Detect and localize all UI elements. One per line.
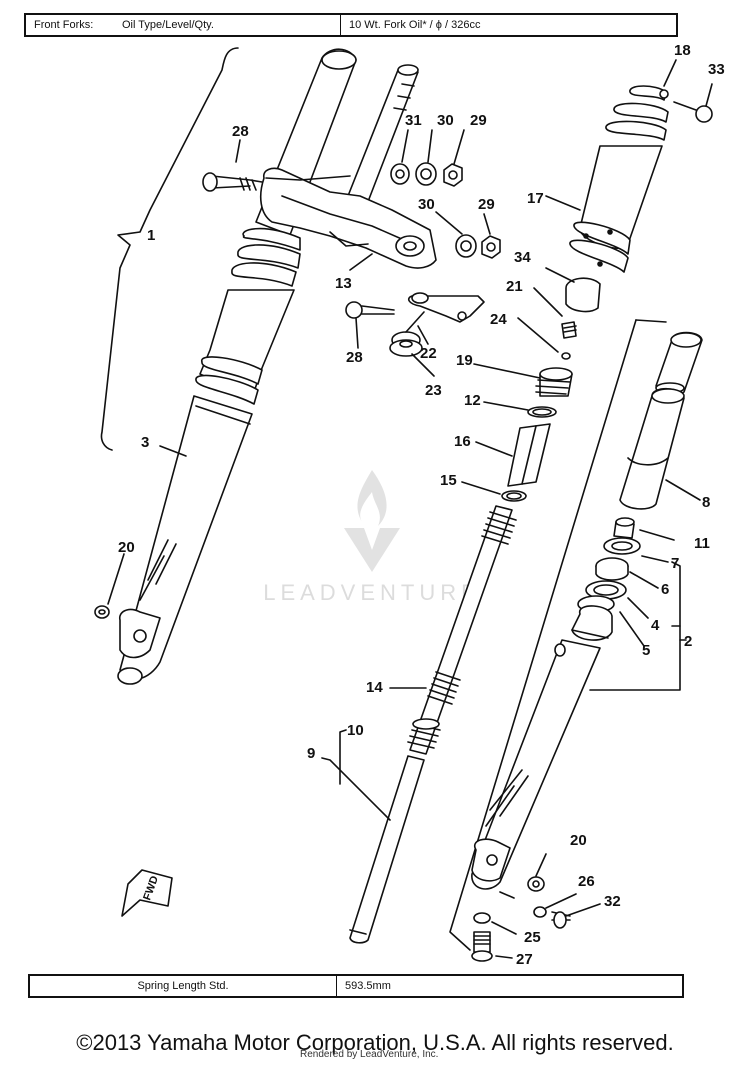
callout-29-top: 29 (470, 112, 487, 129)
callout-22: 22 (420, 345, 437, 362)
spec-value-spring-length: 593.5mm (336, 976, 682, 996)
callout-30-top: 30 (437, 112, 454, 129)
callout-31: 31 (405, 112, 422, 129)
callout-2: 2 (684, 633, 692, 650)
watermark-text: LEADVENTURE (263, 580, 481, 605)
spec-field-oil: Oil Type/Level/Qty. (122, 19, 214, 31)
callout-18: 18 (674, 42, 691, 59)
copyright-notice: ©2013 Yamaha Motor Corporation, U.S.A. A… (76, 1030, 674, 1055)
callout-28-top: 28 (232, 123, 249, 140)
spec-table-top: Front Forks: Oil Type/Level/Qty. 10 Wt. … (24, 13, 678, 37)
rendered-by-notice: Rendered by LeadVenture, Inc. (300, 1049, 439, 1060)
top-hardware (390, 129, 501, 259)
spec-table-bottom: Spring Length Std. 593.5mm (28, 974, 684, 998)
callout-24: 24 (490, 311, 507, 328)
leader-lines (107, 139, 581, 605)
damper-column (321, 363, 573, 944)
callout-14: 14 (366, 679, 383, 696)
callout-15: 15 (440, 472, 457, 489)
callout-33: 33 (708, 61, 725, 78)
callout-8: 8 (702, 494, 710, 511)
callout-6: 6 (661, 581, 669, 598)
callout-12: 12 (464, 392, 481, 409)
callout-34: 34 (514, 249, 531, 266)
spec-label-spring-length: Spring Length Std. (137, 980, 229, 992)
cap-bolt-washer (517, 267, 601, 360)
callout-3: 3 (141, 434, 149, 451)
callout-25: 25 (524, 929, 541, 946)
callout-10-left: 10 (347, 722, 364, 739)
callout-7: 7 (671, 555, 679, 572)
callout-23: 23 (425, 382, 442, 399)
callout-1: 1 (147, 227, 155, 244)
callout-32: 32 (604, 893, 621, 910)
left-fork-assembly (94, 48, 437, 685)
watermark: LEADVENTURE (263, 470, 481, 605)
callout-29-mid: 29 (478, 196, 495, 213)
callout-30-mid: 30 (418, 196, 435, 213)
callout-13: 13 (335, 275, 352, 292)
spec-label-front-forks: Front Forks: (34, 19, 94, 31)
callout-21: 21 (506, 278, 523, 295)
callout-9: 9 (307, 745, 315, 762)
callout-11: 11 (694, 535, 710, 552)
bracket-part-1 (100, 47, 239, 451)
callout-28-bottom: 28 (346, 349, 363, 366)
callout-17: 17 (527, 190, 544, 207)
callout-20-right: 20 (570, 832, 587, 849)
lower-bolt-bracket (345, 292, 485, 357)
callout-16: 16 (454, 433, 471, 450)
callout-27: 27 (516, 951, 533, 968)
spec-value-oil: 10 Wt. Fork Oil* / ϕ / 326cc (340, 15, 676, 35)
watermark-v-icon (344, 528, 400, 572)
callout-4: 4 (651, 617, 660, 634)
callout-26: 26 (578, 873, 595, 890)
callout-20-left: 20 (118, 539, 135, 556)
callout-5: 5 (642, 642, 650, 659)
callout-19: 19 (456, 352, 473, 369)
fwd-arrow: FWD (121, 869, 173, 917)
right-fork-assembly (449, 319, 703, 962)
watermark-flame-icon (357, 470, 387, 526)
right-boot-assembly (569, 59, 713, 273)
